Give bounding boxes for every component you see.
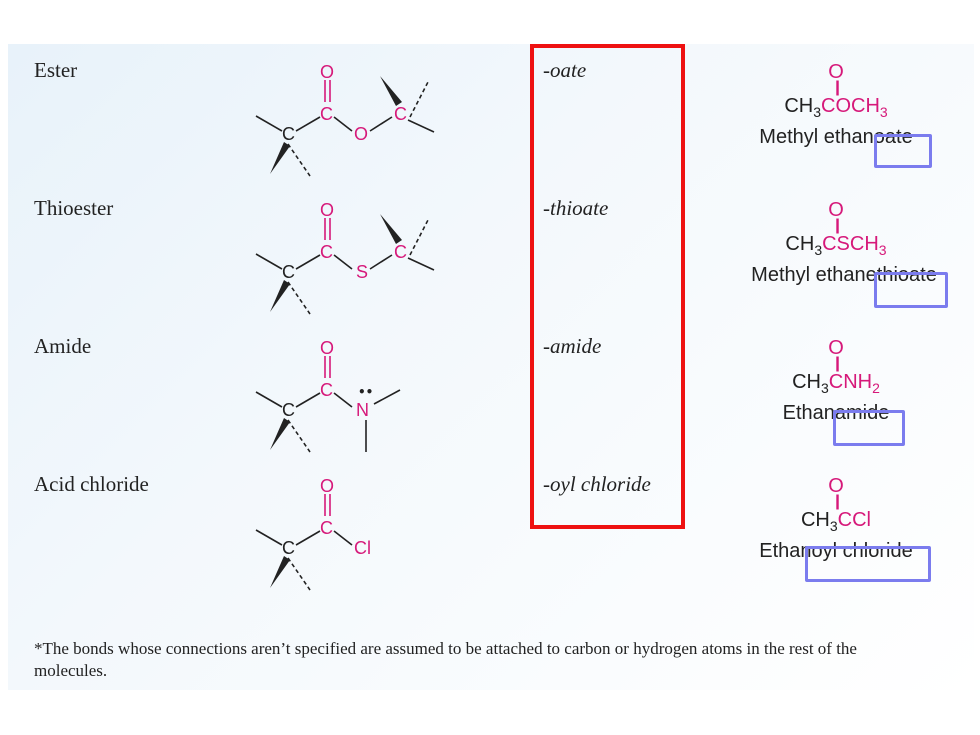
double-bond: || bbox=[834, 217, 840, 234]
example-oxygen: O bbox=[828, 337, 844, 359]
atom-alkyl-carbon: C bbox=[394, 242, 407, 262]
suffix-ester: -oate bbox=[543, 58, 587, 82]
suffix-acid-chloride: -oyl chloride bbox=[543, 472, 651, 496]
atom-heteroatom: Cl bbox=[354, 538, 371, 558]
atom-carbonyl-oxygen: O bbox=[320, 62, 334, 82]
example-name: Ethanoyl chloride bbox=[759, 540, 913, 562]
double-bond: || bbox=[834, 493, 840, 510]
example-acid-chloride: O || CH3CCl Ethanoyl chloride bbox=[706, 476, 966, 564]
suffix-amide: -amide bbox=[543, 334, 602, 358]
example-formula: CH3CCl bbox=[800, 509, 872, 534]
atom-carbonyl-oxygen: O bbox=[320, 200, 334, 220]
suffix-thioester: -thioate bbox=[543, 196, 609, 220]
example-oxygen: O bbox=[828, 475, 844, 497]
atom-carbonyl-oxygen: O bbox=[320, 338, 334, 358]
suffix-highlight-box bbox=[530, 44, 685, 529]
row-label-ester: Ester bbox=[34, 58, 78, 82]
example-name: Methyl ethanethioate bbox=[751, 264, 937, 286]
example-formula: CH3CNH2 bbox=[792, 371, 880, 396]
atom-carbon: C bbox=[282, 400, 295, 420]
row-label-amide: Amide bbox=[34, 334, 92, 358]
footnote: *The bonds whose connections aren’t spec… bbox=[34, 639, 857, 680]
atom-heteroatom: S bbox=[356, 262, 368, 282]
structure-acid-chloride: C C O Cl bbox=[255, 476, 371, 591]
atom-alkyl-carbon: C bbox=[394, 104, 407, 124]
example-thioester: O || CH3CSCH3 Methyl ethanethioate bbox=[706, 200, 966, 288]
atom-heteroatom: N bbox=[356, 400, 369, 420]
name-highlight-box-acid-chloride bbox=[805, 546, 931, 582]
atom-carbon: C bbox=[282, 124, 295, 144]
example-name: Ethanamide bbox=[782, 402, 890, 424]
double-bond: || bbox=[834, 79, 840, 96]
example-formula: CH3CSCH3 bbox=[785, 233, 887, 258]
structure-amide: C C O •• N bbox=[255, 338, 401, 453]
row-label-thioester: Thioester bbox=[34, 196, 114, 220]
atom-carbonyl-oxygen: O bbox=[320, 476, 334, 496]
double-bond: || bbox=[834, 355, 840, 372]
atom-heteroatom: O bbox=[354, 124, 368, 144]
atom-carbon: C bbox=[282, 538, 295, 558]
structure-ester: C C O O C bbox=[255, 62, 435, 177]
atom-carbonyl-carbon: C bbox=[320, 380, 333, 400]
diagram-panel bbox=[8, 44, 974, 690]
row-label-acid-chloride: Acid chloride bbox=[34, 472, 149, 496]
lone-pair: •• bbox=[358, 385, 373, 399]
atom-carbonyl-carbon: C bbox=[320, 104, 333, 124]
example-oxygen: O bbox=[828, 61, 844, 83]
example-formula: CH3COCH3 bbox=[784, 95, 888, 120]
example-oxygen: O bbox=[828, 199, 844, 221]
atom-carbonyl-carbon: C bbox=[320, 518, 333, 538]
structure-thioester: C C O S C bbox=[255, 200, 435, 315]
atom-carbonyl-carbon: C bbox=[320, 242, 333, 262]
name-highlight-box-amide bbox=[833, 410, 905, 446]
example-amide: O || CH3CNH2 Ethanamide bbox=[706, 338, 966, 426]
atom-carbon: C bbox=[282, 262, 295, 282]
name-highlight-box-thioester bbox=[874, 272, 948, 308]
name-highlight-box-ester bbox=[874, 134, 932, 168]
